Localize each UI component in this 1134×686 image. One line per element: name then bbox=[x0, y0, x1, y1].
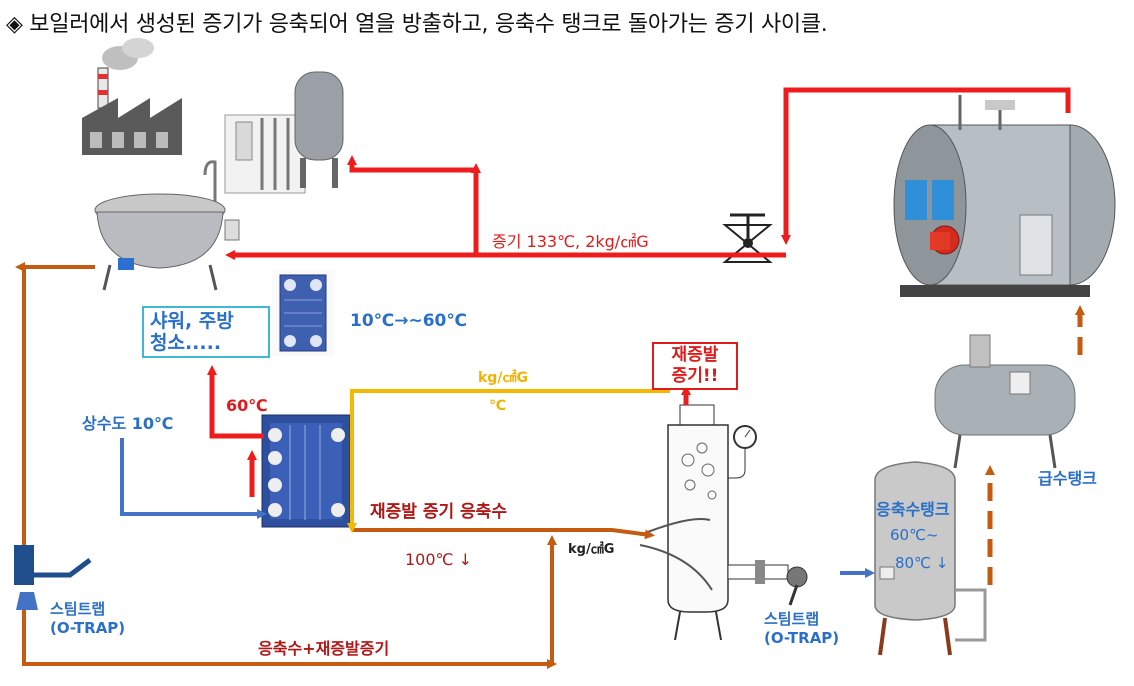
boiler bbox=[893, 95, 1116, 297]
temp-rise-label: 10℃→~60℃ bbox=[350, 311, 467, 331]
trap-right-line2: (O-TRAP) bbox=[764, 629, 840, 647]
feed-tank-label: 급수탱크 bbox=[1038, 469, 1097, 488]
flash-condensate-line bbox=[352, 528, 655, 540]
plate-heat-exchanger-lower bbox=[261, 414, 351, 528]
flash-steam-line1: 재증발 bbox=[671, 345, 719, 365]
steam-main-line bbox=[225, 87, 1071, 260]
plate-heat-exchanger-upper bbox=[272, 270, 334, 356]
bottom-line-label: 응축수+재증발증기 bbox=[258, 639, 390, 658]
kg-mid-label: kg/㎠G bbox=[568, 542, 615, 557]
trap-left-line2: (O-TRAP) bbox=[50, 619, 126, 637]
steam-hex-line bbox=[207, 365, 691, 497]
steam-trap-right bbox=[786, 566, 808, 606]
deg-top-label: ℃ bbox=[489, 398, 506, 414]
trap-left-line1: 스팀트랩 bbox=[50, 600, 106, 618]
steam-trap-left bbox=[14, 545, 92, 610]
sixty-label: 60℃ bbox=[226, 396, 268, 415]
flash-steam-line bbox=[347, 389, 670, 533]
flash-steam-box: 재증발 증기!! bbox=[652, 342, 738, 390]
trap-left-label: 스팀트랩 (O-TRAP) bbox=[50, 598, 125, 637]
shower-label-line1: 샤워, 주방 bbox=[150, 310, 234, 332]
condensate-tank bbox=[874, 461, 987, 656]
shower-label: 샤워, 주방 청소..... bbox=[142, 306, 270, 358]
flash-steam-line2: 증기!! bbox=[671, 366, 719, 386]
steam-spec-label: 증기 133℃, 2kg/㎠G bbox=[492, 232, 649, 251]
water-treatment-unit bbox=[224, 71, 344, 194]
water-supply-label: 상수도 10℃ bbox=[82, 414, 174, 433]
flash-condensate-label: 재증발 증기 응축수 bbox=[370, 502, 507, 522]
cond-temp-label2: 80℃ ↓ bbox=[895, 554, 949, 572]
kg-top-label: kg/㎠G bbox=[478, 370, 528, 386]
shower-label-line2: 청소..... bbox=[150, 332, 222, 354]
factory-icon bbox=[82, 38, 182, 155]
feed-water-line bbox=[985, 305, 1085, 585]
trap-right-label: 스팀트랩 (O-TRAP) bbox=[764, 608, 839, 647]
cold-water-line bbox=[120, 438, 875, 578]
cond-temp-label1: 60℃~ bbox=[890, 526, 939, 544]
hundred-label: 100℃ ↓ bbox=[405, 550, 472, 569]
trap-right-line1: 스팀트랩 bbox=[764, 610, 820, 628]
flash-vessel bbox=[639, 404, 789, 641]
page-title: ◈ 보일러에서 생성된 증기가 응축되어 열을 방출하고, 응축수 탱크로 돌아… bbox=[6, 12, 828, 37]
steam-kettle bbox=[94, 160, 240, 291]
cond-tank-label: 응축수탱크 bbox=[876, 500, 950, 519]
condensate-line-left bbox=[15, 262, 557, 669]
feed-water-tank bbox=[934, 334, 1076, 469]
